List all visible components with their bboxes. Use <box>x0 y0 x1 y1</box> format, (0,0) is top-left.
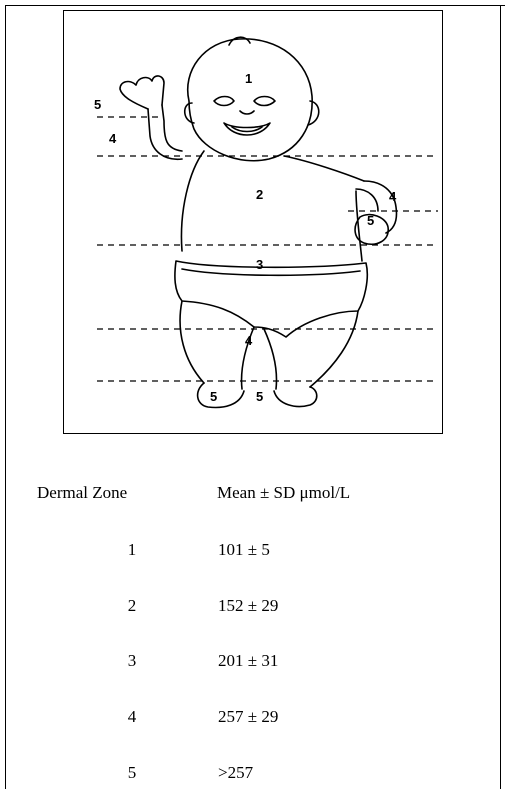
hand-raised <box>120 76 164 109</box>
eye-right <box>254 97 275 106</box>
foot-left <box>198 383 244 407</box>
arm-lowered-inner <box>356 189 378 211</box>
torso-right <box>284 156 364 181</box>
torso-left <box>181 151 204 251</box>
arm-raised-inner <box>162 105 182 151</box>
body-right <box>356 191 362 261</box>
row-value-3: 201 ± 31 <box>218 651 278 671</box>
zone-label-trunk: 2 <box>256 187 263 202</box>
zone-label-forearm-right: 4 <box>389 189 397 204</box>
diaper-band <box>182 269 360 275</box>
row-zone-3: 3 <box>120 651 144 671</box>
infant-dermal-zone-figure: 1 2 3 4 4 4 5 5 5 5 <box>63 10 443 434</box>
header-mean-sd: Mean ± SD μmol/L <box>217 483 350 503</box>
head-outline <box>188 39 312 161</box>
leg-right-outer <box>310 311 358 387</box>
zone-label-head: 1 <box>245 71 252 86</box>
zone-label-foot-left: 5 <box>210 389 217 404</box>
zone-label-legs: 4 <box>245 333 253 348</box>
frame-top-border <box>5 5 505 6</box>
infant-drawing: 1 2 3 4 4 4 5 5 5 5 <box>64 11 442 433</box>
leg-left-outer <box>180 301 204 383</box>
row-value-4: 257 ± 29 <box>218 707 278 727</box>
mouth <box>224 123 270 135</box>
row-zone-4: 4 <box>120 707 144 727</box>
row-value-5: >257 <box>218 763 253 783</box>
row-zone-5: 5 <box>120 763 144 783</box>
frame-right-border <box>500 5 501 789</box>
row-zone-2: 2 <box>120 596 144 616</box>
zone-label-hand-right: 5 <box>367 213 374 228</box>
row-zone-1: 1 <box>120 540 144 560</box>
row-value-2: 152 ± 29 <box>218 596 278 616</box>
zone-label-hand-left: 5 <box>94 97 101 112</box>
zone-label-foot-right: 5 <box>256 389 263 404</box>
frame-left-border <box>5 5 6 789</box>
header-dermal-zone: Dermal Zone <box>37 483 127 503</box>
zone-label-forearm-left: 4 <box>109 131 117 146</box>
nose <box>240 111 254 114</box>
eye-left <box>214 97 234 106</box>
zone-label-diaper: 3 <box>256 257 263 272</box>
foot-right <box>274 387 317 406</box>
row-value-1: 101 ± 5 <box>218 540 270 560</box>
leg-right-inner <box>264 329 277 389</box>
